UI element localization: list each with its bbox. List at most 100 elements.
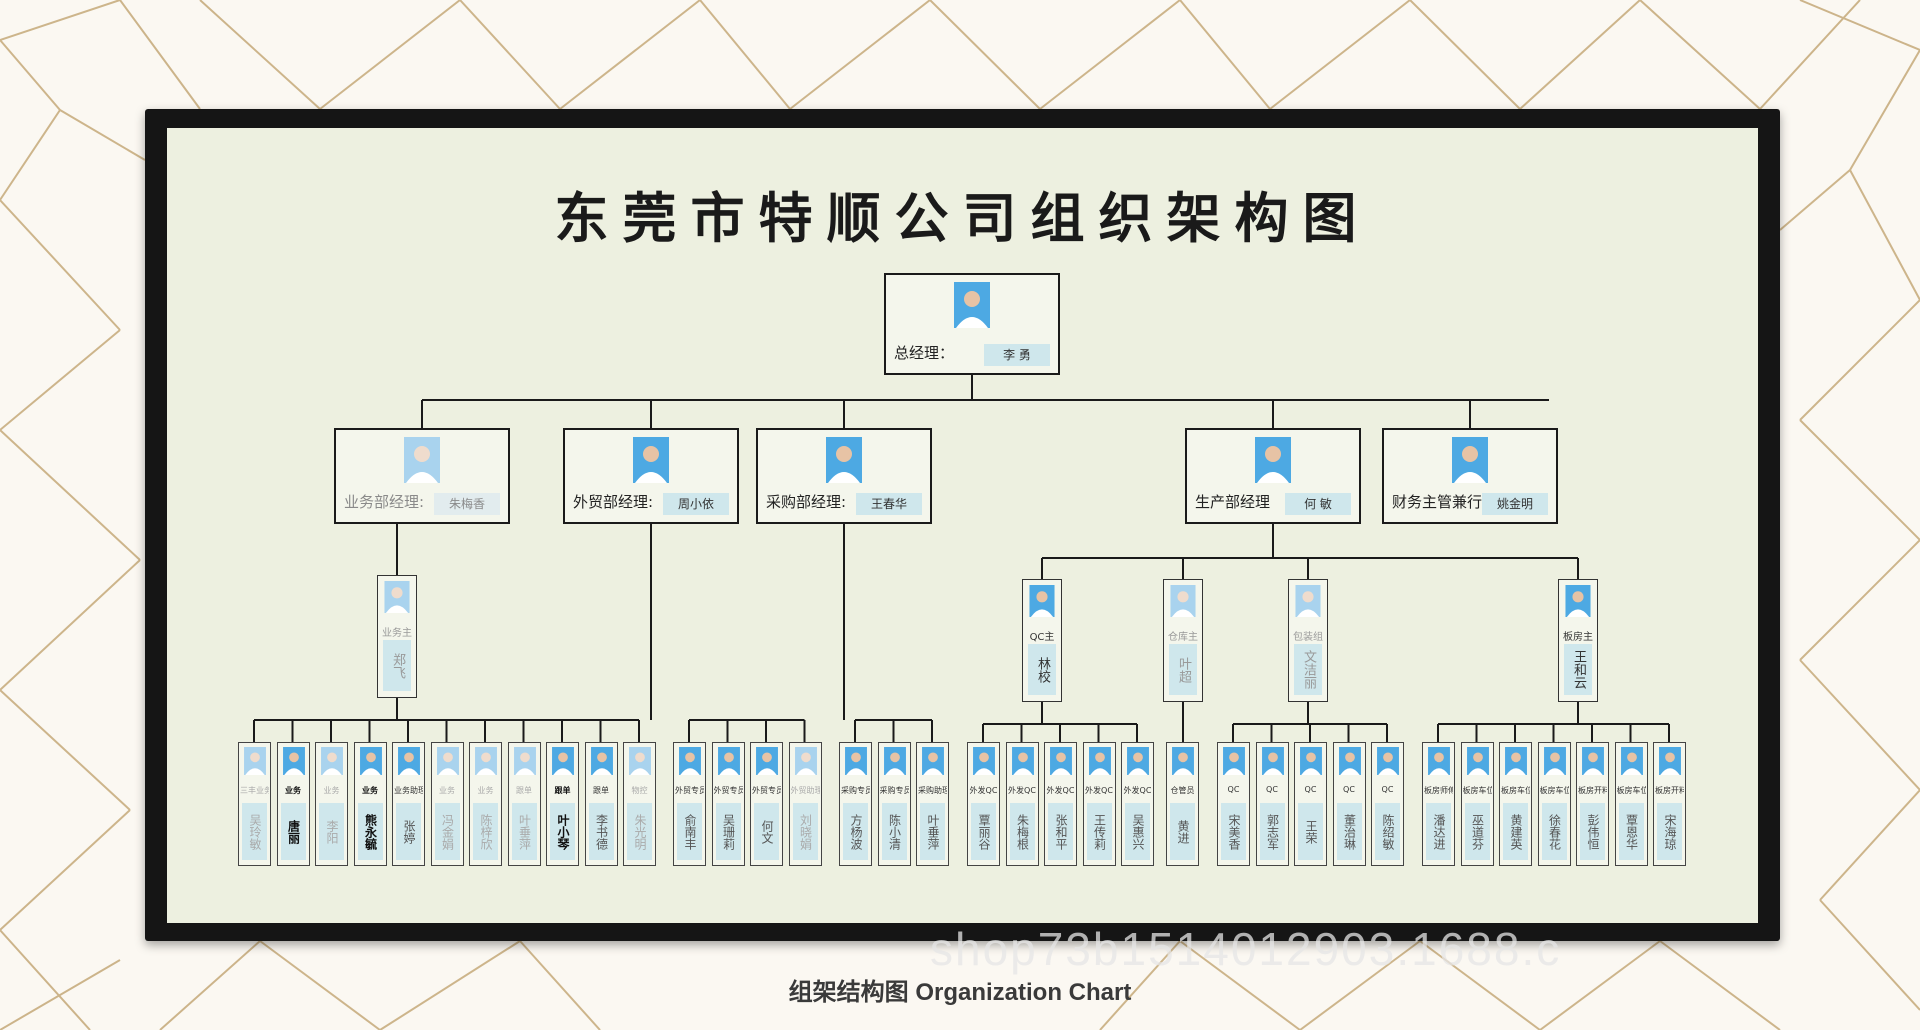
employee-name: 巫道芬 bbox=[1464, 803, 1490, 860]
employee-card: QC 郭志军 bbox=[1255, 742, 1289, 866]
employee-name: 叶垂萍 bbox=[511, 803, 537, 860]
employee-card: 仓管员黄进 bbox=[1166, 742, 1199, 866]
employee-name: 徐春花 bbox=[1541, 803, 1567, 860]
photo-avatar bbox=[398, 747, 420, 775]
employee-name: 张和平 bbox=[1048, 803, 1073, 860]
employee-name: 吴珊莉 bbox=[715, 803, 741, 860]
employee-role: 板房师傅 bbox=[1424, 786, 1453, 795]
photo-avatar bbox=[1300, 747, 1322, 775]
employee-role: 跟单 bbox=[593, 786, 609, 795]
manager-role: 业务部经理: bbox=[344, 493, 425, 511]
employee-card: 外贸助理刘晓娟 bbox=[788, 742, 822, 866]
employee-name: 刘晓娟 bbox=[792, 803, 818, 860]
employee-name: 吴玲敏 bbox=[242, 803, 267, 860]
manager-card: 财务主管兼行政:姚金明 bbox=[1382, 428, 1558, 524]
employee-card: 业务唐丽 bbox=[276, 742, 310, 866]
general-manager-card: 总经理： 李 勇 bbox=[884, 273, 1060, 375]
employee-role: 业务 bbox=[323, 786, 340, 795]
employee-role: 仓管员 bbox=[1170, 786, 1195, 795]
employee-role: 外发QC bbox=[1085, 786, 1113, 795]
employee-name: 方杨波 bbox=[843, 803, 868, 860]
employee-role: 业务助理 bbox=[394, 786, 423, 795]
employee-name: 潘达进 bbox=[1426, 803, 1451, 860]
gm-name: 李 勇 bbox=[984, 344, 1050, 366]
photo-avatar bbox=[1466, 747, 1489, 775]
employee-name: 彭伟恒 bbox=[1580, 803, 1605, 860]
photo-avatar bbox=[794, 747, 817, 775]
employee-card: 外贸专员何文 bbox=[750, 742, 783, 866]
employee-name: 吴惠兴 bbox=[1125, 803, 1150, 860]
photo-avatar bbox=[1050, 747, 1072, 775]
employee-name: 郭志军 bbox=[1259, 803, 1285, 860]
employee-card: 业务熊永毓 bbox=[353, 742, 387, 866]
employee-card: 物控朱光明 bbox=[623, 742, 656, 866]
photo-avatar bbox=[883, 747, 906, 775]
employee-card: 跟单叶垂萍 bbox=[507, 742, 541, 866]
photo-avatar bbox=[1505, 747, 1527, 775]
employee-role: 外贸助理 bbox=[790, 786, 820, 795]
photo-avatar bbox=[475, 747, 497, 775]
employee-role: 业务 bbox=[285, 786, 301, 795]
manager-card: 业务部经理:朱梅香 bbox=[334, 428, 510, 524]
manager-card: 外贸部经理:周小依 bbox=[563, 428, 739, 524]
photo-avatar bbox=[1543, 747, 1566, 775]
employee-name: 张婷 bbox=[396, 803, 421, 860]
employee-name: 唐丽 bbox=[280, 803, 306, 860]
connector-lines bbox=[253, 375, 1670, 742]
photo-avatar bbox=[1338, 747, 1361, 775]
employee-card: 外贸专员吴珊莉 bbox=[711, 742, 745, 866]
photo-avatar bbox=[552, 747, 574, 775]
employee-card: 外发QC 吴惠兴 bbox=[1121, 742, 1154, 866]
employee-role: 外发QC bbox=[1123, 786, 1152, 795]
photo-avatar bbox=[922, 747, 944, 775]
photo-avatar bbox=[321, 747, 343, 775]
employee-role: QC bbox=[1227, 785, 1240, 794]
photo-avatar bbox=[973, 747, 995, 775]
employee-card: 采购助理叶垂萍 bbox=[916, 742, 949, 866]
employee-role: 采购专员 bbox=[841, 786, 870, 795]
employee-role: 物控 bbox=[631, 786, 648, 795]
employee-name: 陈绍敏 bbox=[1375, 803, 1400, 860]
employee-role: 板房开料 bbox=[1578, 786, 1607, 795]
employee-card: 板房开料彭伟恒 bbox=[1576, 742, 1609, 866]
photo-avatar bbox=[1620, 747, 1643, 775]
photo-avatar bbox=[845, 747, 867, 775]
employee-role: 外贸专员 bbox=[675, 786, 704, 795]
photo-avatar bbox=[717, 747, 740, 775]
photo-avatar bbox=[1029, 585, 1055, 617]
manager-card: 生产部经理何 敏 bbox=[1185, 428, 1361, 524]
supervisor-name: 林校 bbox=[1028, 644, 1056, 695]
employee-name: 王荣 bbox=[1298, 803, 1323, 860]
photo-avatar bbox=[513, 747, 536, 775]
employee-name: 王传莉 bbox=[1086, 803, 1112, 860]
employee-name: 董治琳 bbox=[1336, 803, 1362, 860]
employee-card: 业务陈梓欣 bbox=[469, 742, 502, 866]
photo-avatar bbox=[1452, 437, 1488, 483]
employee-name: 宋海琼 bbox=[1657, 803, 1682, 860]
employee-name: 陈小清 bbox=[881, 803, 907, 860]
employee-role: 板房车位 bbox=[1616, 786, 1646, 795]
photo-avatar bbox=[1170, 585, 1196, 617]
photo-avatar bbox=[384, 581, 410, 613]
employee-name: 朱光明 bbox=[627, 803, 652, 860]
employee-card: 外贸专员俞南丰 bbox=[673, 742, 706, 866]
photo-avatar bbox=[1295, 585, 1321, 617]
photo-avatar bbox=[633, 437, 669, 483]
photo-avatar bbox=[1088, 747, 1111, 775]
connector-path bbox=[253, 375, 1670, 742]
photo-avatar bbox=[359, 747, 382, 775]
employee-role: 跟单 bbox=[516, 786, 532, 795]
employee-role: QC bbox=[1266, 785, 1278, 794]
supervisor-card: QC主管林校 bbox=[1022, 579, 1062, 702]
employee-name: 覃恩华 bbox=[1618, 803, 1644, 860]
employee-role: QC bbox=[1343, 785, 1355, 794]
manager-card: 采购部经理:王春华 bbox=[756, 428, 932, 524]
photo-avatar bbox=[1223, 747, 1245, 775]
photo-avatar bbox=[590, 747, 613, 775]
supervisor-name: 王和云 bbox=[1564, 644, 1592, 695]
manager-name: 姚金明 bbox=[1482, 493, 1548, 515]
